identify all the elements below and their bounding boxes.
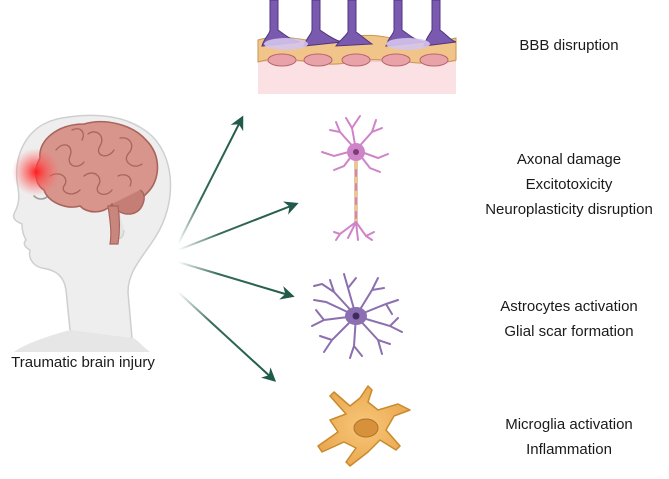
- effect-label-microglia: Microglia activation Inflammation: [474, 412, 664, 462]
- effect-microglia-line-2: Inflammation: [526, 441, 612, 458]
- effect-neuron-line-3: Neuroplasticity disruption: [485, 201, 653, 218]
- source-label: Traumatic brain injury: [0, 350, 166, 375]
- effect-astrocyte-line-2: Glial scar formation: [504, 323, 634, 340]
- arrow-to-microglia: [177, 291, 277, 382]
- microglia-icon: [317, 385, 411, 467]
- arrow-to-neuron: [177, 201, 299, 251]
- effect-astrocyte-line-1: Astrocytes activation: [500, 298, 638, 315]
- effect-microglia-line-1: Microglia activation: [505, 416, 633, 433]
- effect-label-neuron: Axonal damage Excitotoxicity Neuroplasti…: [474, 147, 664, 222]
- effect-bbb-line-1: BBB disruption: [519, 37, 619, 54]
- effect-label-astrocyte: Astrocytes activation Glial scar formati…: [474, 294, 664, 344]
- blood-brain-barrier-icon: [257, 0, 457, 94]
- effect-label-bbb: BBB disruption: [474, 33, 664, 58]
- head-with-brain-icon: [12, 114, 172, 352]
- arrows: [177, 115, 299, 382]
- effect-neuron-line-1: Axonal damage: [516, 151, 622, 168]
- source-label-text: Traumatic brain injury: [11, 354, 155, 371]
- effect-neuron-line-2: Excitotoxicity: [525, 176, 613, 193]
- neuron-icon: [321, 115, 389, 241]
- arrow-to-bbb: [177, 115, 244, 245]
- arrow-to-astrocyte: [177, 261, 295, 300]
